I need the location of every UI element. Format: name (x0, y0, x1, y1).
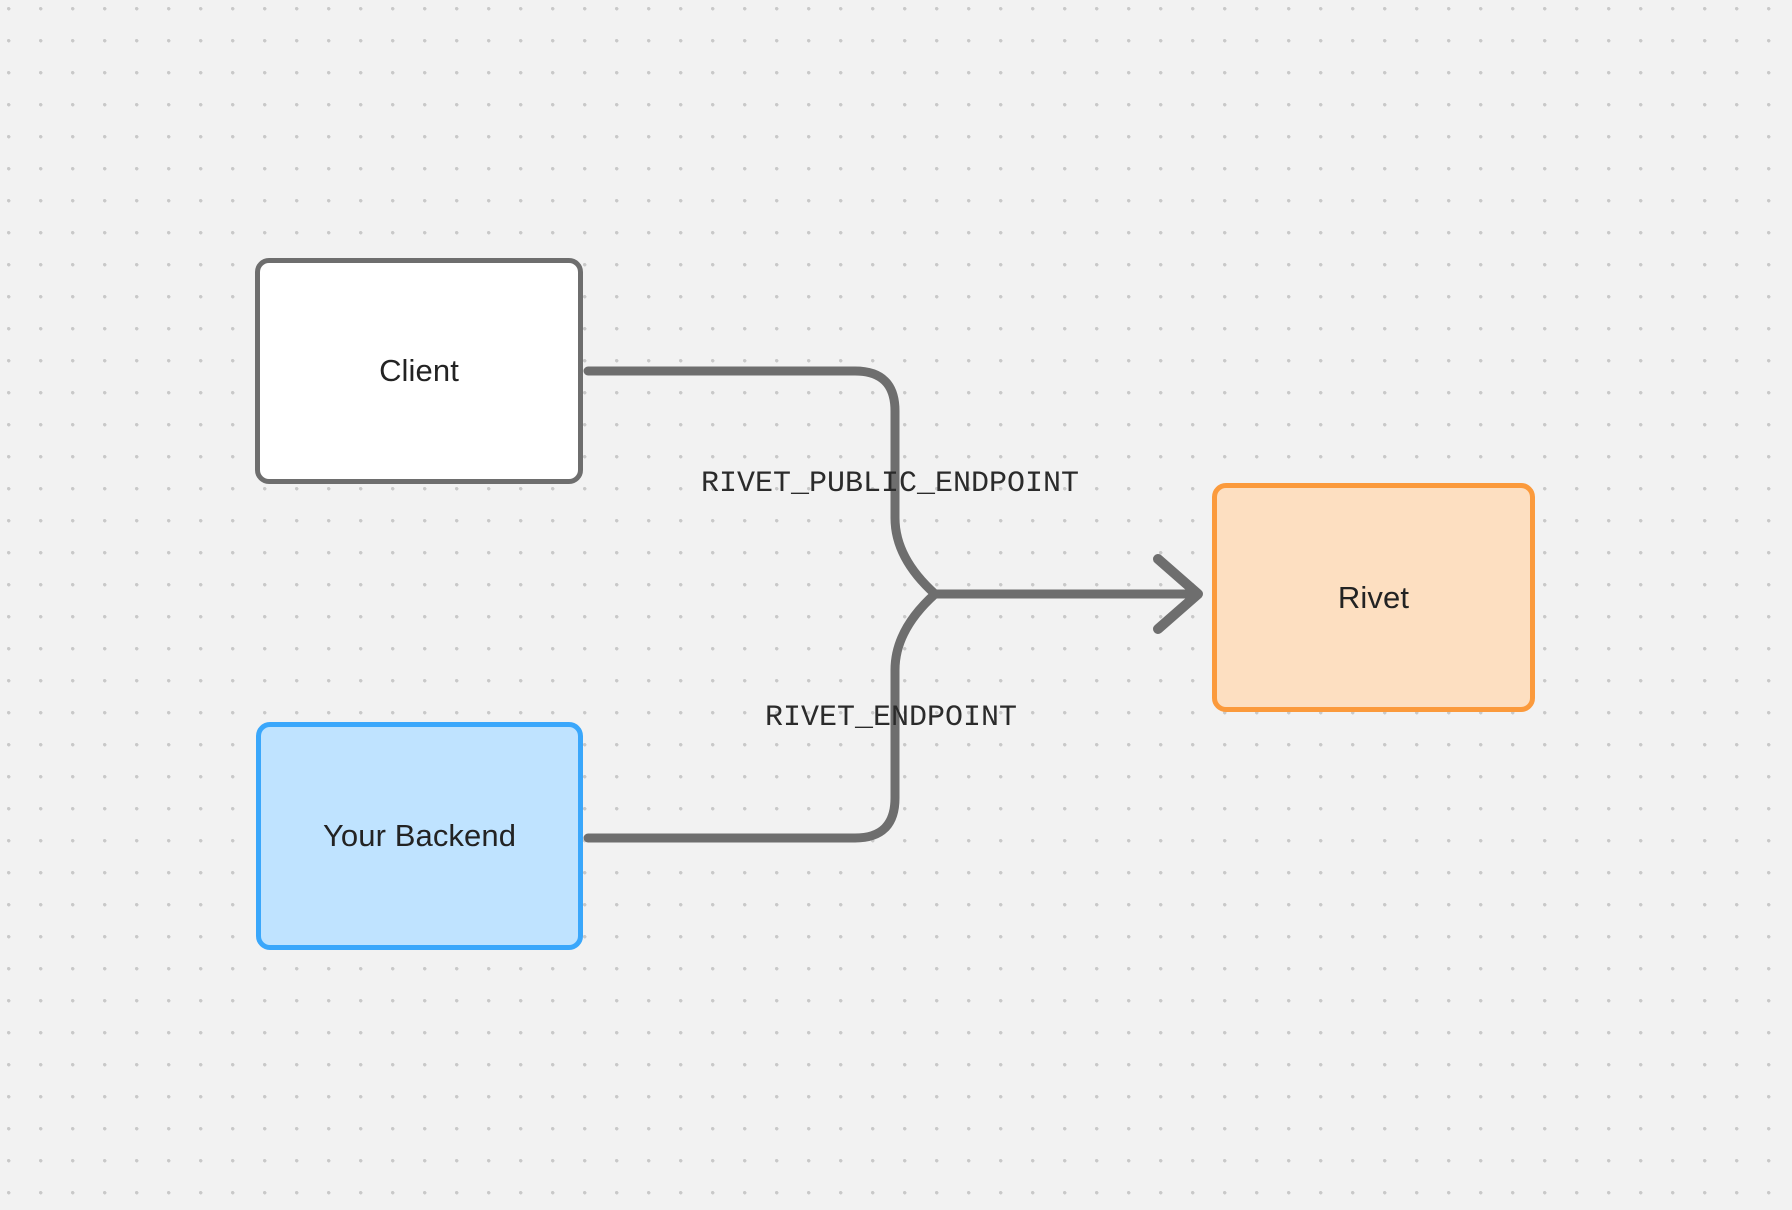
node-your-backend-label: Your Backend (322, 818, 517, 854)
node-your-backend[interactable]: Your Backend (256, 722, 583, 950)
node-rivet-label: Rivet (1337, 579, 1410, 615)
edge-label-rivet-public-endpoint: RIVET_PUBLIC_ENDPOINT (701, 467, 1080, 501)
node-rivet[interactable]: Rivet (1212, 483, 1535, 712)
node-client[interactable]: Client (255, 258, 583, 484)
node-client-label: Client (379, 353, 459, 389)
arrowhead-icon (1153, 554, 1203, 634)
edge-label-rivet-endpoint: RIVET_ENDPOINT (765, 701, 1018, 735)
